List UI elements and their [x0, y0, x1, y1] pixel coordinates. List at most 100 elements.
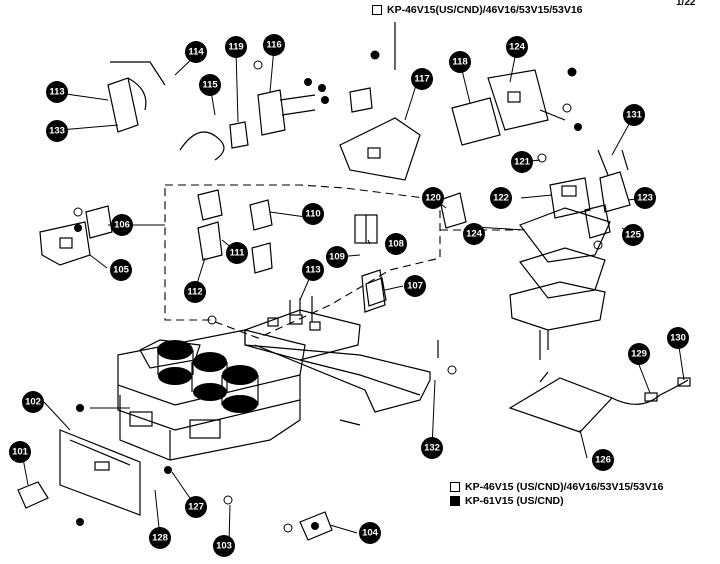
bracket-104 — [299, 511, 333, 541]
block-122 — [549, 171, 631, 239]
callout-110: 110 — [302, 203, 324, 225]
filled-square-icon — [450, 496, 460, 506]
svg-text:102: 102 — [25, 397, 41, 408]
shield-113 — [107, 61, 166, 133]
svg-text:116: 116 — [266, 40, 281, 51]
svg-text:123: 123 — [637, 193, 653, 204]
front-door — [17, 481, 49, 509]
front-panel — [59, 429, 141, 516]
callout-112: 112 — [184, 281, 206, 303]
svg-text:120: 120 — [425, 193, 441, 204]
svg-text:118: 118 — [452, 57, 467, 68]
board-124-lower — [509, 207, 611, 350]
callout-109: 109 — [326, 246, 348, 268]
callout-122: 122 — [490, 187, 512, 209]
svg-text:124: 124 — [466, 229, 483, 240]
svg-text:132: 132 — [424, 443, 440, 454]
main-chassis — [117, 329, 431, 461]
open-square-icon — [450, 482, 460, 492]
part-callouts: 101 102 103 104 105 106 107 108 109 110 … — [9, 34, 689, 557]
callout-120: 120 — [422, 187, 444, 209]
svg-text:115: 115 — [202, 80, 218, 91]
bracket-119 — [229, 89, 316, 149]
svg-text:103: 103 — [216, 541, 232, 552]
svg-text:117: 117 — [414, 74, 429, 85]
svg-text:113: 113 — [49, 87, 64, 98]
bracket-111 — [197, 189, 223, 221]
legend-top: KP-46V15(US/CND)/46V16/53V15/53V16 — [372, 4, 583, 16]
legend-bottom-open: KP-46V15 (US/CND)/46V16/53V15/53V16 — [450, 481, 663, 493]
svg-text:109: 109 — [329, 252, 345, 263]
callout-131: 131 — [623, 104, 645, 126]
screws — [73, 22, 629, 533]
callout-129: 129 — [628, 343, 650, 365]
svg-text:113: 113 — [305, 265, 320, 276]
callout-123: 123 — [634, 187, 656, 209]
callout-102: 102 — [22, 391, 44, 413]
page-corner-mark: 1/22 — [676, 0, 696, 8]
legend-top-text: KP-46V15(US/CND)/46V16/53V15/53V16 — [387, 4, 583, 16]
board-124-top — [487, 69, 566, 131]
legend-bottom-open-text: KP-46V15 (US/CND)/46V16/53V15/53V16 — [465, 481, 664, 493]
svg-text:107: 107 — [407, 281, 423, 292]
svg-text:126: 126 — [595, 455, 611, 466]
capacitor-block-107 — [361, 269, 387, 313]
callout-114: 114 — [185, 41, 207, 63]
bracket-112 — [197, 221, 223, 261]
legend-bottom-filled: KP-61V15 (US/CND) — [450, 495, 564, 507]
board-117 — [339, 87, 421, 181]
legend-bottom-filled-text: KP-61V15 (US/CND) — [465, 495, 564, 507]
callout-107: 107 — [404, 275, 426, 297]
svg-text:106: 106 — [114, 220, 130, 231]
svg-text:124: 124 — [509, 42, 526, 53]
svg-text:122: 122 — [493, 193, 509, 204]
board-105 — [39, 205, 113, 266]
callout-127: 127 — [185, 496, 207, 518]
main-circuit-board — [244, 296, 361, 361]
callout-133: 133 — [46, 120, 68, 142]
svg-text:110: 110 — [305, 209, 320, 220]
open-square-icon — [372, 5, 382, 15]
board-126 — [508, 371, 614, 433]
callout-108: 108 — [385, 233, 407, 255]
callout-125: 125 — [622, 224, 644, 246]
callout-132: 132 — [421, 437, 443, 459]
callout-101: 101 — [9, 441, 31, 463]
callout-105: 105 — [110, 259, 132, 281]
svg-text:125: 125 — [625, 230, 642, 241]
board-118 — [451, 97, 501, 146]
heat-sink-110 — [249, 199, 273, 274]
svg-text:119: 119 — [228, 42, 243, 53]
component-108 — [354, 214, 378, 244]
svg-text:129: 129 — [631, 349, 647, 360]
svg-text:121: 121 — [514, 157, 531, 168]
svg-text:112: 112 — [187, 287, 202, 298]
svg-text:101: 101 — [12, 447, 29, 458]
callout-115: 115 — [199, 74, 221, 96]
svg-text:111: 111 — [230, 248, 246, 259]
callout-124-top: 124 — [506, 36, 528, 58]
callout-104: 104 — [359, 522, 381, 544]
svg-text:128: 128 — [152, 533, 168, 544]
callout-111: 111 — [226, 242, 248, 264]
callout-121: 121 — [511, 151, 533, 173]
svg-text:133: 133 — [49, 126, 65, 137]
leader-lines — [21, 46, 685, 544]
svg-text:104: 104 — [362, 528, 379, 539]
callout-106: 106 — [111, 214, 133, 236]
svg-text:127: 127 — [188, 502, 204, 513]
callout-113-shield: 113 — [46, 81, 68, 103]
callout-113-board: 113 — [302, 259, 324, 281]
callout-118: 118 — [449, 51, 471, 73]
callout-103: 103 — [213, 535, 235, 557]
svg-text:114: 114 — [188, 47, 204, 58]
lead-115 — [179, 131, 225, 161]
callout-117: 117 — [411, 68, 433, 90]
svg-text:108: 108 — [388, 239, 404, 250]
svg-text:131: 131 — [626, 110, 643, 121]
callout-116: 116 — [263, 34, 285, 56]
svg-text:130: 130 — [670, 333, 686, 344]
callout-126: 126 — [592, 449, 614, 471]
callout-119: 119 — [225, 36, 247, 58]
